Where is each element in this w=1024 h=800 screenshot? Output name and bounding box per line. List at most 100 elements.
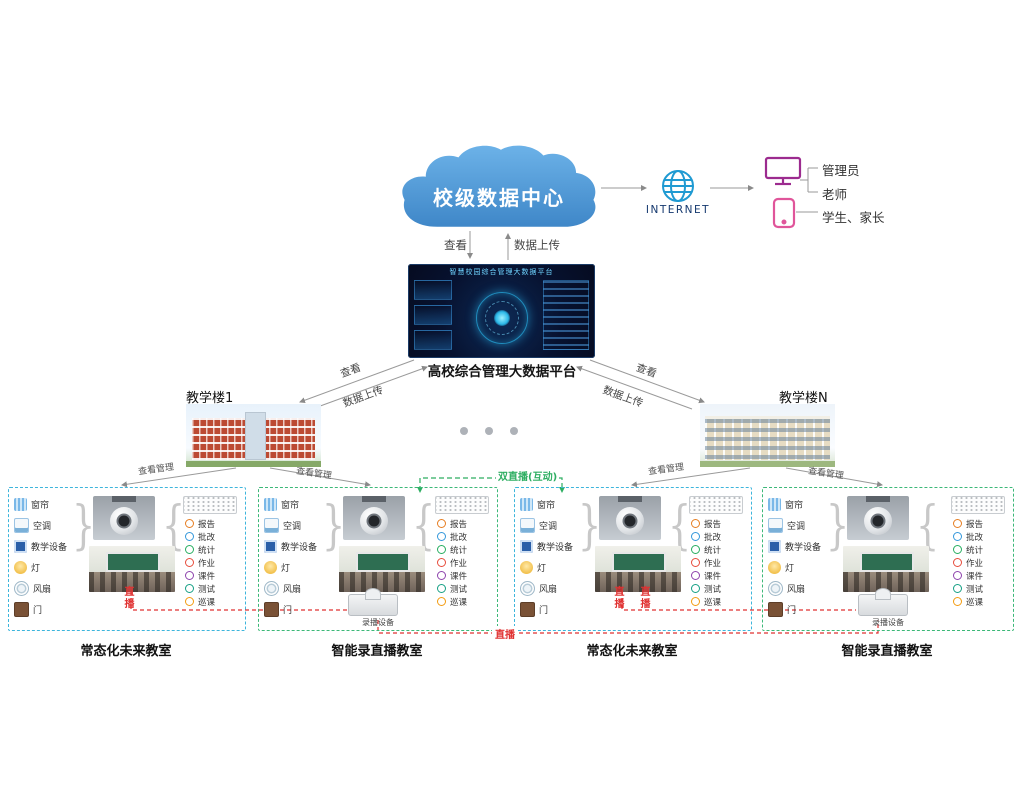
control-panel-image — [183, 496, 237, 514]
function-item: 巡课 — [691, 596, 745, 608]
function-item: 课件 — [691, 570, 745, 582]
device-item: 教学设备 — [264, 536, 322, 557]
device-label: 窗帘 — [537, 501, 556, 511]
classroom-box-2: 窗帘空调教学设备灯风扇门}{报告批改统计作业课件测试巡课录播设备 — [258, 487, 498, 631]
homework-icon — [953, 558, 962, 567]
cloud-shape — [402, 145, 596, 227]
control-panel-image — [435, 496, 489, 514]
function-label: 报告 — [966, 519, 984, 530]
function-item: 巡课 — [437, 596, 491, 608]
classroom-photo — [843, 546, 929, 592]
building-1-label: 教学楼1 — [186, 391, 234, 406]
device-label: 教学设备 — [281, 543, 318, 553]
classroom-type-label: 常态化未来教室 — [586, 644, 678, 659]
function-item: 巡课 — [953, 596, 1007, 608]
function-item: 报告 — [185, 518, 239, 530]
function-item: 课件 — [953, 570, 1007, 582]
platform-screen-title: 智慧校园综合管理大数据平台 — [449, 268, 554, 276]
function-item: 测试 — [691, 583, 745, 595]
device-item: 灯 — [264, 557, 322, 578]
function-label: 批改 — [198, 532, 216, 543]
test-icon — [185, 584, 194, 593]
device-label: 教学设备 — [785, 543, 822, 553]
device-label: 风扇 — [787, 585, 806, 595]
device-item: 窗帘 — [520, 494, 578, 515]
function-list: 报告批改统计作业课件测试巡课 — [437, 518, 491, 608]
function-label: 统计 — [198, 545, 216, 556]
function-label: 作业 — [966, 558, 984, 569]
classroom-photo — [595, 546, 681, 592]
dual-live-label: 双直播(互动) — [496, 468, 560, 483]
device-label: 灯 — [31, 564, 41, 574]
dome-camera-image — [93, 496, 155, 540]
function-label: 报告 — [450, 519, 468, 530]
classroom-box-4: 窗帘空调教学设备灯风扇门}{报告批改统计作业课件测试巡课录播设备 — [762, 487, 1014, 631]
grading-icon — [437, 532, 446, 541]
brace-decoration: } — [71, 496, 96, 556]
brace-decoration: { — [915, 496, 940, 556]
device-item: 灯 — [768, 557, 826, 578]
device-label: 风扇 — [283, 585, 302, 595]
function-label: 作业 — [450, 558, 468, 569]
device-label: 门 — [283, 606, 293, 616]
device-label: 空调 — [787, 522, 806, 532]
device-list: 窗帘空调教学设备灯风扇门 — [768, 494, 826, 620]
function-list: 报告批改统计作业课件测试巡课 — [185, 518, 239, 608]
patrol-icon — [691, 597, 700, 606]
device-label: 风扇 — [539, 585, 558, 595]
function-label: 课件 — [704, 571, 722, 582]
cloud-label: 校级数据中心 — [433, 186, 565, 210]
function-item: 统计 — [953, 544, 1007, 556]
classroom-box-3: 窗帘空调教学设备灯风扇门}{报告批改统计作业课件测试巡课 — [514, 487, 752, 631]
courseware-icon — [953, 571, 962, 580]
control-panel-image — [689, 496, 743, 514]
device-item: 教学设备 — [768, 536, 826, 557]
function-list: 报告批改统计作业课件测试巡课 — [953, 518, 1007, 608]
courseware-icon — [437, 571, 446, 580]
ac-icon — [520, 518, 535, 533]
device-item: 门 — [14, 599, 72, 620]
device-item: 窗帘 — [14, 494, 72, 515]
ac-icon — [14, 518, 29, 533]
device-item: 风扇 — [264, 578, 322, 599]
function-item: 作业 — [437, 557, 491, 569]
door-icon — [14, 602, 29, 617]
live-label: 直播 — [638, 586, 649, 610]
function-label: 批改 — [704, 532, 722, 543]
building-1-image — [186, 404, 321, 467]
fan-icon — [768, 581, 783, 596]
device-item: 教学设备 — [520, 536, 578, 557]
upload-label: 数据上传 — [514, 238, 560, 252]
function-list: 报告批改统计作业课件测试巡课 — [691, 518, 745, 608]
classroom-type-label: 智能录直播教室 — [331, 644, 423, 659]
device-item: 门 — [520, 599, 578, 620]
function-label: 巡课 — [450, 597, 468, 608]
function-label: 测试 — [450, 584, 468, 595]
door-icon — [768, 602, 783, 617]
platform-caption: 高校综合管理大数据平台 — [427, 364, 577, 380]
brace-decoration: { — [161, 496, 186, 556]
door-icon — [520, 602, 535, 617]
function-label: 测试 — [966, 584, 984, 595]
data-center-cloud: 校级数据中心 — [393, 142, 605, 238]
function-item: 批改 — [691, 531, 745, 543]
function-label: 巡课 — [704, 597, 722, 608]
device-list: 窗帘空调教学设备灯风扇门 — [14, 494, 72, 620]
fan-icon — [14, 581, 29, 596]
homework-icon — [437, 558, 446, 567]
function-label: 作业 — [198, 558, 216, 569]
grading-icon — [691, 532, 700, 541]
courseware-icon — [691, 571, 700, 580]
device-item: 窗帘 — [264, 494, 322, 515]
function-label: 课件 — [198, 571, 216, 582]
function-item: 作业 — [691, 557, 745, 569]
function-label: 测试 — [704, 584, 722, 595]
function-item: 测试 — [185, 583, 239, 595]
grading-icon — [953, 532, 962, 541]
device-item: 窗帘 — [768, 494, 826, 515]
function-item: 统计 — [691, 544, 745, 556]
brace-decoration: { — [411, 496, 436, 556]
function-item: 报告 — [437, 518, 491, 530]
statistics-icon — [691, 545, 700, 554]
